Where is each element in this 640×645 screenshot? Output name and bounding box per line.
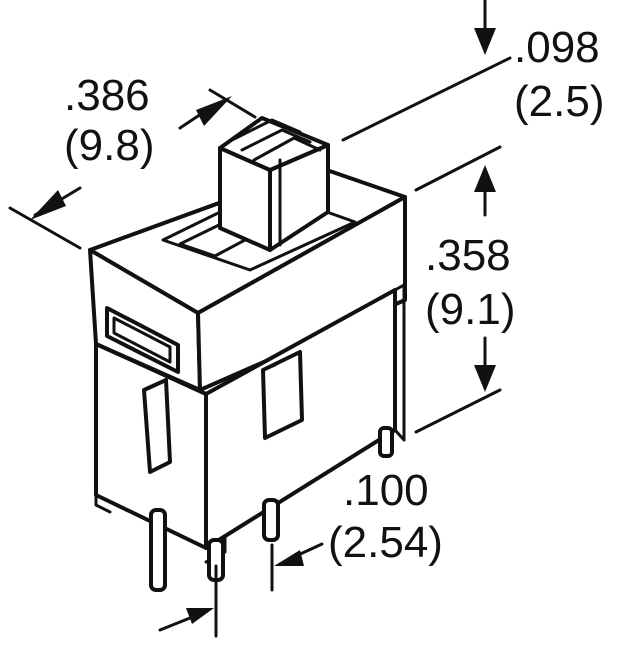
- pin-back: [378, 426, 394, 458]
- dim-actuator-mm-label: (2.5): [514, 77, 604, 126]
- front-mount-tab-edge: [142, 388, 152, 474]
- pin-left: [149, 508, 167, 592]
- dim-height: [414, 165, 502, 434]
- dim-pitch-inch-label: .100: [343, 466, 429, 515]
- dim-height-extension-bottom: [414, 388, 502, 434]
- dim-pitch: [158, 542, 324, 638]
- actuator: [218, 116, 330, 252]
- right-mount-tab-top: [261, 363, 277, 372]
- dim-actuator-extension-bottom: [414, 145, 502, 192]
- dim-length-mm-label: (9.8): [64, 121, 154, 170]
- dim-length-extension-right: [208, 88, 257, 119]
- dim-height-arrow-top: [474, 165, 496, 192]
- pins: [149, 426, 394, 592]
- housing-edge-detail: [393, 283, 406, 442]
- housing-tab-left: [94, 493, 112, 514]
- dim-actuator-inch-label: .098: [514, 23, 600, 72]
- dim-height-mm-label: (9.1): [425, 285, 515, 334]
- actuator-ridge-1: [230, 118, 302, 142]
- dim-length: [8, 88, 257, 250]
- dim-pitch-arrow-right: [274, 550, 304, 566]
- dim-length-inch-label: .386: [64, 71, 150, 120]
- dim-length-arrow-left: [30, 190, 66, 220]
- front-window-inner: [112, 316, 172, 364]
- dim-height-arrow-bottom: [474, 365, 496, 392]
- dim-length-arrow-right: [196, 96, 232, 126]
- switch-body: [88, 165, 407, 564]
- pin-right: [262, 498, 280, 542]
- dim-pitch-mm-label: (2.54): [328, 518, 443, 567]
- dim-actuator-extension-top: [341, 56, 512, 142]
- actuator-ridge-3: [252, 136, 322, 162]
- dim-length-extension-left: [8, 206, 82, 250]
- dim-actuator: [341, 0, 512, 192]
- dimension-labels: .386 (9.8) .098 (2.5) .358 (9.1) .100 (2…: [64, 23, 604, 567]
- dim-actuator-arrow: [474, 28, 496, 55]
- actuator-ridge-2: [240, 128, 312, 152]
- front-window: [105, 306, 180, 374]
- dim-pitch-leader-left: [158, 614, 197, 632]
- dim-pitch-arrow-left: [186, 608, 214, 624]
- right-mount-tab: [261, 350, 304, 440]
- dim-height-inch-label: .358: [425, 231, 511, 280]
